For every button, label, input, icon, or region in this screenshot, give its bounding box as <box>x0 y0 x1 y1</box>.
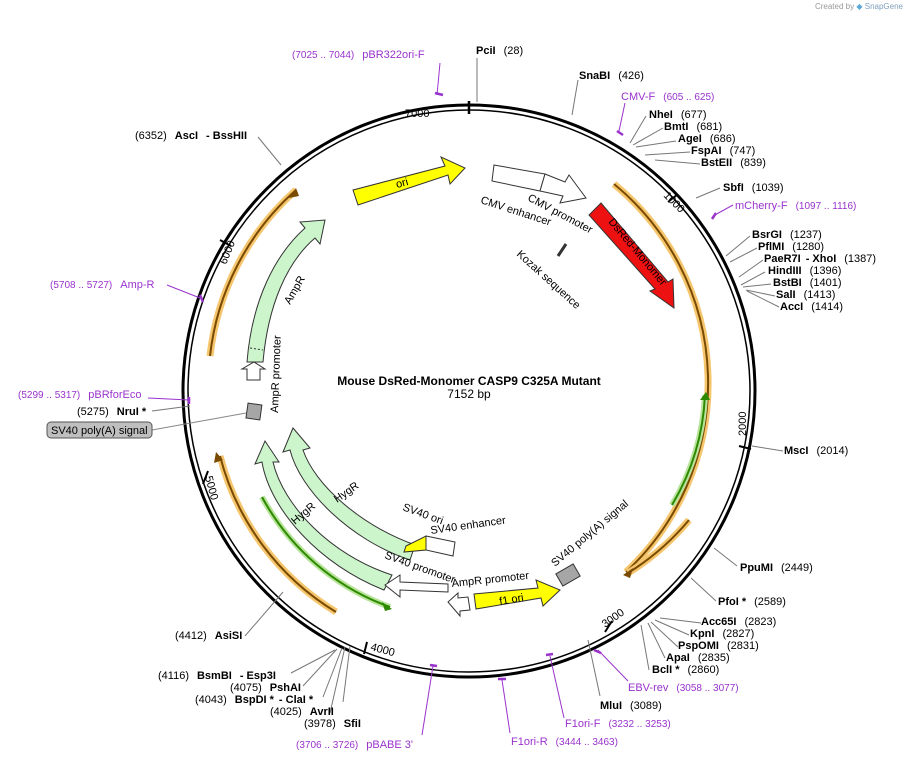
feature-sv40-polya-left[interactable] <box>245 402 263 421</box>
site-mlui[interactable]: MluI(3089) <box>600 700 662 712</box>
feature-label-kozak-sequence: Kozak sequence <box>514 248 582 311</box>
primer-f1ori-f[interactable]: F1ori-F(3232 .. 3253) <box>565 718 671 730</box>
feature-cmv-enhancer[interactable] <box>491 164 546 192</box>
feature-dsred-monomer[interactable] <box>588 202 675 309</box>
sv40-polya-callout: SV40 poly(A) signal <box>46 412 247 439</box>
site-acci[interactable]: AccI(1414) <box>780 301 843 313</box>
site-snabi[interactable]: SnaBI(426) <box>579 70 644 82</box>
site-avrii[interactable]: (4025)AvrII <box>270 706 334 718</box>
feature-sv40-polya-right[interactable] <box>555 563 581 587</box>
site-apai[interactable]: ApaI(2835) <box>666 652 730 664</box>
site-leader-lines <box>151 58 784 714</box>
tick-label-1000: 1000 <box>661 190 687 216</box>
site-bsrgi[interactable]: BsrGI(1237) <box>752 229 822 241</box>
site-pshai[interactable]: (4075)PshAI <box>230 682 301 694</box>
primer-mcherry-f[interactable]: mCherry-F(1097 .. 1116) <box>735 200 856 212</box>
primer-labels: (7025 .. 7044)pBR322ori-F CMV-F(605 .. 6… <box>18 49 856 751</box>
feature-sv40-enhancer[interactable] <box>425 535 456 557</box>
tick-label-6000: 6000 <box>218 239 238 266</box>
site-sfii[interactable]: (3978)SfiI <box>304 718 361 730</box>
feature-f1-ori[interactable] <box>473 579 561 610</box>
site-pspomi[interactable]: PspOMI(2831) <box>678 640 759 652</box>
primer-marks <box>147 62 734 736</box>
tick-marks <box>202 101 752 655</box>
feature-label-hygr-outer: HygR <box>332 480 361 506</box>
tick-label-2000: 2000 <box>737 412 749 436</box>
site-hindiii[interactable]: HindIII(1396) <box>768 265 841 277</box>
primer-pbrforeco[interactable]: (5299 .. 5317)pBRforEco <box>18 389 141 401</box>
plasmid-length: 7152 bp <box>447 387 491 401</box>
site-paer7i[interactable]: PaeR7I- XhoI(1387) <box>764 253 876 265</box>
plasmid-title: Mouse DsRed-Monomer CASP9 C325A Mutant <box>337 374 601 388</box>
feature-ampr-top[interactable] <box>246 219 326 363</box>
feature-label-ampr-top: AmpR <box>282 274 308 307</box>
snapgene-logo-icon: ◆ <box>856 2 863 11</box>
site-sali[interactable]: SalI(1413) <box>776 289 835 301</box>
primer-ebv-rev[interactable]: EBV-rev(3058 .. 3077) <box>628 682 739 694</box>
site-bspdi[interactable]: (4043)BspDI *- ClaI * <box>195 694 314 706</box>
watermark: Created by ◆ SnapGene <box>815 2 903 11</box>
primer-amp-r[interactable]: (5708 .. 5727)Amp-R <box>50 279 155 291</box>
feature-label-sv40-polya-right: SV40 poly(A) signal <box>549 498 631 569</box>
site-kpni[interactable]: KpnI(2827) <box>690 628 754 640</box>
feature-ampr-promoter-left[interactable] <box>240 361 267 381</box>
feature-cmv-promoter[interactable] <box>539 173 587 204</box>
site-nrui[interactable]: (5275)NruI * <box>77 406 147 418</box>
feature-hygr-outer[interactable] <box>282 427 416 561</box>
site-nhei[interactable]: NheI(677) <box>649 109 707 121</box>
features <box>240 155 675 618</box>
site-agei[interactable]: AgeI(686) <box>678 133 736 145</box>
feature-kozak-sequence[interactable] <box>556 243 568 257</box>
tick-label-4000: 4000 <box>369 641 396 659</box>
primer-pbabe-3[interactable]: (3706 .. 3726)pBABE 3' <box>296 739 413 751</box>
site-pcii[interactable]: PciI(28) <box>476 45 523 57</box>
site-bcli[interactable]: BclI *(2860) <box>652 664 719 676</box>
feature-hygr-inner[interactable] <box>254 439 393 591</box>
site-asci[interactable]: (6352)AscI- BssHII <box>135 130 247 142</box>
feature-sv40-promoter[interactable] <box>384 574 449 599</box>
site-msci[interactable]: MscI(2014) <box>784 445 848 457</box>
site-fspai[interactable]: FspAI(747) <box>691 145 755 157</box>
feature-ori[interactable] <box>352 155 466 206</box>
site-bmti[interactable]: BmtI(681) <box>664 121 722 133</box>
feature-label-ori: ori <box>395 176 410 191</box>
site-pfoi[interactable]: PfoI *(2589) <box>718 596 786 608</box>
site-pflmi[interactable]: PflMI(1280) <box>758 241 824 253</box>
site-bsteii[interactable]: BstEII(839) <box>701 157 766 169</box>
tick-label-7000: 7000 <box>405 108 429 120</box>
orf-indicators <box>206 181 712 615</box>
feature-label-ampr-promoter-left: AmpR promoter <box>269 335 284 413</box>
site-bsmbi[interactable]: (4116)BsmBI- Esp3I <box>158 670 276 682</box>
site-asisi[interactable]: (4412)AsiSI <box>175 630 242 642</box>
feature-label-f1-ori: f1 ori <box>498 592 524 608</box>
primer-pbr322ori-f[interactable]: (7025 .. 7044)pBR322ori-F <box>292 49 425 61</box>
site-labels: PciI(28) SnaBI(426) NheI(677) BmtI(681) … <box>77 45 876 730</box>
feature-ampr-promoter-bottom[interactable] <box>447 591 471 618</box>
watermark-brand: SnapGene <box>864 2 903 11</box>
watermark-prefix: Created by <box>814 2 855 11</box>
feature-label-ampr-promoter-bottom: AmpR promoter <box>451 570 530 590</box>
primer-f1ori-r[interactable]: F1ori-R(3444 .. 3463) <box>511 736 618 748</box>
site-bstbi[interactable]: BstBI(1401) <box>773 277 842 289</box>
site-ppumi[interactable]: PpuMI(2449) <box>740 562 813 574</box>
feature-label-sv40-polya-left: SV40 poly(A) signal <box>51 425 148 437</box>
primer-cmv-f[interactable]: CMV-F(605 .. 625) <box>621 91 714 103</box>
site-sbfi[interactable]: SbfI(1039) <box>723 182 784 194</box>
site-acc65i[interactable]: Acc65I(2823) <box>701 616 776 628</box>
